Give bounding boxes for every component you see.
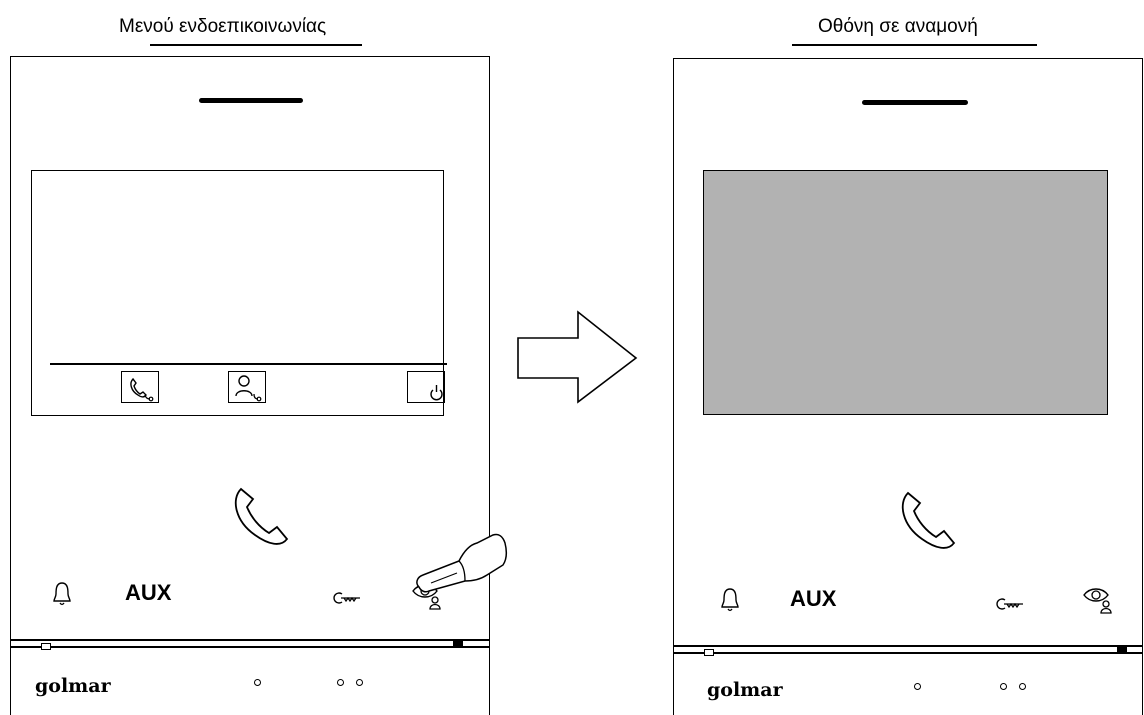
- intercom-call-button[interactable]: [121, 371, 159, 403]
- left-strip-top: [11, 639, 489, 641]
- right-strip-bottom: [674, 652, 1142, 654]
- left-caption-underline: [150, 44, 362, 46]
- right-brand-logo: golmar: [707, 679, 783, 701]
- right-caption-underline: [792, 44, 1037, 46]
- menu-divider: [50, 363, 447, 365]
- right-caption: Οθόνη σε αναμονή: [818, 16, 978, 37]
- handset-icon[interactable]: [896, 489, 960, 553]
- left-mic-dot: [254, 679, 261, 686]
- right-sensor-dot-1: [1000, 683, 1007, 690]
- right-strip-top: [674, 645, 1142, 647]
- aux-button[interactable]: AUX: [790, 586, 837, 611]
- standby-power-button[interactable]: [407, 371, 445, 403]
- left-screen: [31, 170, 447, 416]
- pressing-hand-icon: [416, 533, 508, 593]
- arrow-right-icon: [517, 310, 638, 404]
- right-speaker-slot: [862, 100, 968, 105]
- left-caption: Μενού ενδοεπικοινωνίας: [119, 16, 327, 37]
- right-power-led: [1117, 646, 1127, 653]
- guard-unit-icon: [235, 375, 262, 402]
- key-icon[interactable]: [332, 591, 362, 605]
- guard-unit-button[interactable]: [228, 371, 266, 403]
- left-power-led: [453, 640, 463, 647]
- intercom-call-icon: [130, 377, 154, 402]
- left-monitor: AUX golmar: [10, 56, 508, 715]
- left-brand-logo: golmar: [35, 675, 111, 697]
- left-sensor-dot-2: [356, 679, 363, 686]
- left-strip-bottom: [11, 646, 489, 648]
- right-screen-standby: [703, 170, 1108, 415]
- aux-button[interactable]: AUX: [125, 580, 172, 605]
- right-status-led: [704, 649, 714, 656]
- bell-icon[interactable]: [720, 587, 740, 613]
- left-speaker-slot: [199, 98, 303, 103]
- left-sensor-dot-1: [337, 679, 344, 686]
- right-mic-dot: [914, 683, 921, 690]
- bell-icon[interactable]: [52, 581, 72, 607]
- handset-icon[interactable]: [229, 485, 293, 549]
- eye-user-icon[interactable]: [1082, 587, 1114, 615]
- right-monitor: AUX golmar: [673, 58, 1143, 715]
- right-sensor-dot-2: [1019, 683, 1026, 690]
- standby-power-icon: [430, 385, 443, 401]
- left-status-led: [41, 643, 51, 650]
- key-icon[interactable]: [995, 597, 1025, 611]
